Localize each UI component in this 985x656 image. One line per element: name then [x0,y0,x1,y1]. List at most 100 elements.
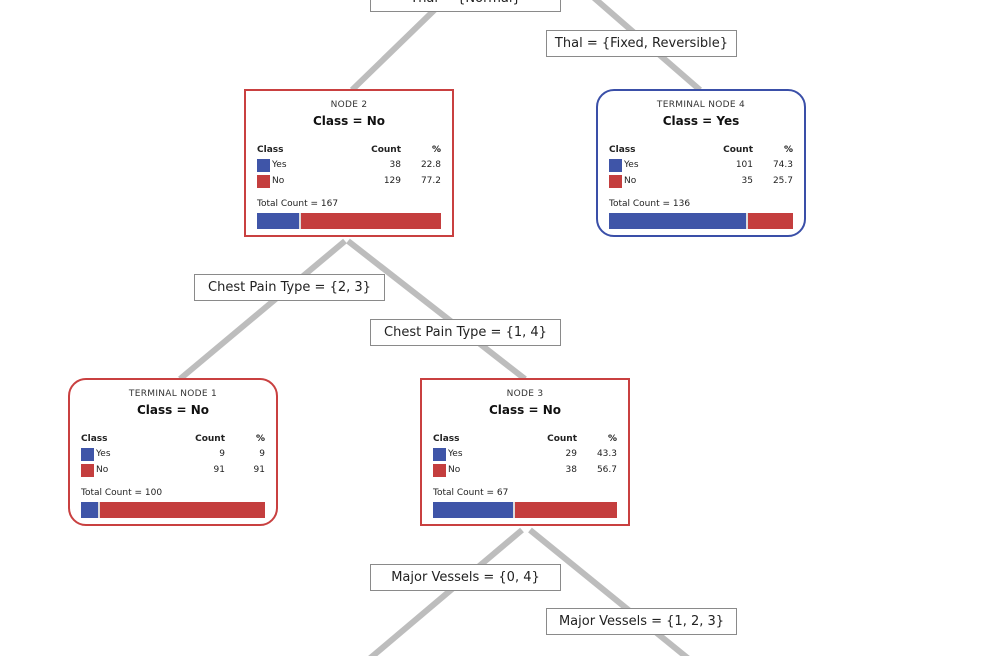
no-swatch-icon [81,463,94,477]
row-pct: 74.3 [772,160,793,170]
header-count: Count [547,434,577,444]
yes-swatch-icon [257,158,270,172]
row-pct: 25.7 [772,176,793,186]
edge-node3-left [368,527,524,656]
table-row-no: No 91 91 [81,462,265,478]
row-count: 29 [565,449,577,459]
class-table: Class Count% Yes 29 43.3 No 38 56.7 [433,432,617,478]
header-count: Count [371,145,401,155]
bar-no [99,502,265,518]
split-label-major-vessels-1-2-3: Major Vessels = {1, 2, 3} [546,608,737,635]
node-title: TERMINAL NODE 4 [656,100,746,110]
no-swatch-icon [609,174,622,188]
class-proportion-bar [433,502,617,518]
table-header: Class Count% [81,432,265,446]
row-label: Yes [96,449,111,459]
edge-node2-tn1 [178,238,347,382]
edge-node3-right [528,527,690,656]
split-label-major-vessels-0-4: Major Vessels = {0, 4} [370,564,561,591]
node-2: NODE 2 Class = No Class Count% Yes 38 22.8 … [244,89,454,237]
class-table: Class Count% Yes 9 9 No 91 91 [81,432,265,478]
class-table: Class Count% Yes 101 74.3 No 35 25.7 [609,143,793,189]
split-label-chest-pain-2-3: Chest Pain Type = {2, 3} [194,274,385,301]
class-proportion-bar [81,502,265,518]
row-pct: 9 [259,449,265,459]
row-label: Yes [272,160,287,170]
table-header: Class Count% [609,143,793,157]
node-class: Class = No [489,403,561,417]
terminal-node-4: TERMINAL NODE 4 Class = Yes Class Count% … [596,89,806,237]
split-label-thal-fixed-reversible: Thal = {Fixed, Reversible} [546,30,737,57]
node-title: TERMINAL NODE 1 [128,389,218,399]
row-count: 101 [735,160,753,170]
bar-yes [81,502,100,518]
table-row-no: No 129 77.2 [257,173,441,189]
table-row-yes: Yes 38 22.8 [257,157,441,173]
bar-yes [609,213,748,229]
total-count: Total Count = 67 [433,488,509,498]
yes-swatch-icon [609,158,622,172]
total-count: Total Count = 136 [609,199,691,209]
node-class: Class = No [313,114,385,128]
header-pct: % [783,145,793,155]
class-proportion-bar [257,213,441,229]
node-class: Class = No [137,403,209,417]
header-pct: % [607,434,617,444]
terminal-node-1: TERMINAL NODE 1 Class = No Class Count% Y… [68,378,278,526]
row-label: No [624,176,637,186]
row-count: 38 [565,465,577,475]
header-pct: % [431,145,441,155]
class-proportion-bar [609,213,793,229]
no-swatch-icon [257,174,270,188]
header-pct: % [255,434,265,444]
edge-node2-node3 [346,238,527,382]
row-pct: 56.7 [596,465,617,475]
table-row-yes: Yes 29 43.3 [433,446,617,462]
row-label: Yes [448,449,463,459]
header-count: Count [723,145,753,155]
split-label-chest-pain-1-4: Chest Pain Type = {1, 4} [370,319,561,346]
table-row-no: No 38 56.7 [433,462,617,478]
header-class: Class [81,434,108,444]
row-label: No [96,465,109,475]
bar-no [514,502,617,518]
row-pct: 43.3 [596,449,617,459]
bar-no [747,213,793,229]
node-class: Class = Yes [662,114,740,128]
table-row-yes: Yes 101 74.3 [609,157,793,173]
table-row-no: No 35 25.7 [609,173,793,189]
row-count: 129 [383,176,401,186]
node-3: NODE 3 Class = No Class Count% Yes 29 43.3 … [420,378,630,526]
bar-yes [257,213,301,229]
row-count: 9 [219,449,225,459]
no-swatch-icon [433,463,446,477]
header-class: Class [257,145,284,155]
total-count: Total Count = 167 [257,199,339,209]
yes-swatch-icon [433,447,446,461]
table-header: Class Count% [257,143,441,157]
node-title: NODE 3 [506,389,544,399]
split-label-thal-normal: Thal = {Normal} [370,0,561,12]
row-count: 35 [741,176,753,186]
edge-root-node2 [349,0,450,93]
class-table: Class Count% Yes 38 22.8 No 129 77.2 [257,143,441,189]
table-row-yes: Yes 9 9 [81,446,265,462]
row-label: No [448,465,461,475]
yes-swatch-icon [81,447,94,461]
node-title: NODE 2 [330,100,368,110]
total-count: Total Count = 100 [81,488,163,498]
header-class: Class [433,434,460,444]
row-pct: 91 [253,465,265,475]
row-pct: 22.8 [420,160,441,170]
header-count: Count [195,434,225,444]
header-class: Class [609,145,636,155]
row-label: No [272,176,285,186]
row-count: 38 [389,160,401,170]
row-label: Yes [624,160,639,170]
bar-no [300,213,441,229]
row-pct: 77.2 [420,176,441,186]
bar-yes [433,502,515,518]
row-count: 91 [213,465,225,475]
table-header: Class Count% [433,432,617,446]
